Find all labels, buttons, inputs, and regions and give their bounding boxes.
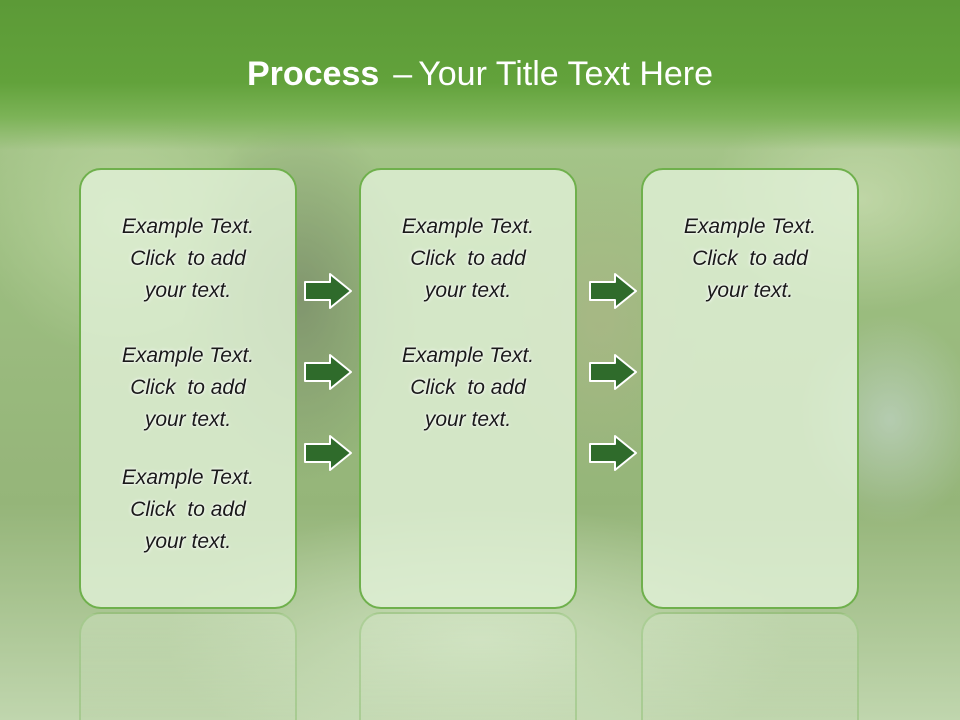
text-line: Example Text. — [121, 466, 255, 489]
text-line: Example Text. — [121, 344, 255, 367]
text-line: Click to add — [130, 376, 246, 399]
text-line: your text. — [706, 279, 794, 302]
text-line: Example Text. — [401, 215, 535, 238]
box-reflection — [641, 612, 859, 720]
text-line: Example Text. — [121, 215, 255, 238]
text-line: your text. — [144, 530, 232, 553]
right-arrow-icon[interactable] — [303, 353, 353, 391]
text-line: your text. — [144, 408, 232, 431]
process-box-3[interactable]: Example Text. Click to add your text. — [641, 168, 859, 609]
text-line: Example Text. — [401, 344, 535, 367]
text-line: Click to add — [410, 376, 526, 399]
right-arrow-icon[interactable] — [303, 272, 353, 310]
right-arrow-icon[interactable] — [588, 434, 638, 472]
text-line: Click to add — [692, 247, 808, 270]
text-line: your text. — [424, 408, 512, 431]
text-placeholder[interactable]: Example Text. Click to add your text. — [81, 340, 295, 436]
box-reflection — [79, 612, 297, 720]
slide-title[interactable]: Process–Your Title Text Here — [0, 52, 960, 96]
title-rest: Your Title Text Here — [418, 55, 714, 93]
text-line: your text. — [144, 279, 232, 302]
box-reflection — [359, 612, 577, 720]
right-arrow-icon[interactable] — [588, 353, 638, 391]
text-line: Click to add — [130, 247, 246, 270]
process-box-2[interactable]: Example Text. Click to add your text. Ex… — [359, 168, 577, 609]
text-placeholder[interactable]: Example Text. Click to add your text. — [643, 211, 857, 307]
text-placeholder[interactable]: Example Text. Click to add your text. — [81, 462, 295, 558]
text-line: Click to add — [130, 498, 246, 521]
process-box-1[interactable]: Example Text. Click to add your text. Ex… — [79, 168, 297, 609]
title-banner — [0, 0, 960, 150]
text-line: Example Text. — [683, 215, 817, 238]
title-bold: Process — [246, 55, 380, 93]
text-placeholder[interactable]: Example Text. Click to add your text. — [81, 211, 295, 307]
text-placeholder[interactable]: Example Text. Click to add your text. — [361, 340, 575, 436]
text-line: your text. — [424, 279, 512, 302]
right-arrow-icon[interactable] — [588, 272, 638, 310]
title-dash: – — [393, 55, 413, 93]
text-placeholder[interactable]: Example Text. Click to add your text. — [361, 211, 575, 307]
right-arrow-icon[interactable] — [303, 434, 353, 472]
text-line: Click to add — [410, 247, 526, 270]
